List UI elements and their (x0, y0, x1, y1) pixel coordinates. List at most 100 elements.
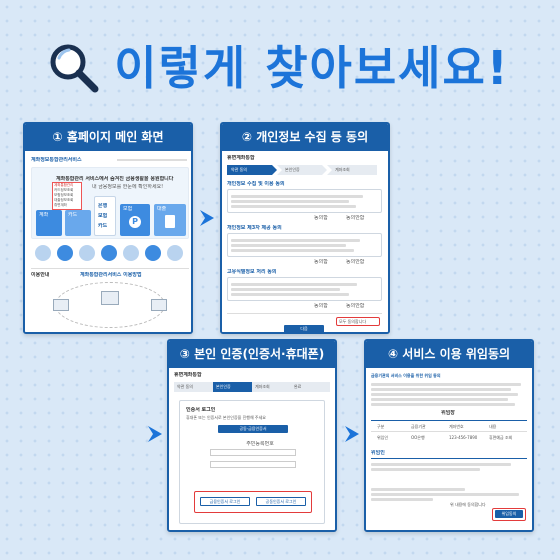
chevron-right-icon (198, 208, 216, 228)
consent-heading: 개인정보 수집 및 이용 동의 (227, 181, 285, 187)
document-icon (165, 215, 175, 228)
disagree-radio[interactable]: 동의안함 (346, 259, 365, 265)
all-agree-area (227, 313, 382, 323)
step-2-title: ② 개인정보 수집 등 동의 (222, 124, 388, 151)
main-headline: 계좌통합관리 서비스에서 숨겨진 금융생활을 응원합니다 (56, 176, 174, 182)
tab: 계좌조회 (327, 165, 377, 175)
table-header: 계좌번호 (449, 424, 464, 429)
quick-icon[interactable] (123, 245, 139, 261)
card-label: 카드 (98, 223, 108, 229)
monitor-icon (151, 299, 167, 311)
quick-icon[interactable] (57, 245, 73, 261)
hero-title: 이렇게 찾아보세요! (114, 41, 510, 95)
card-label: 대출 (157, 206, 167, 212)
dropdown-item[interactable]: 계좌통합관리 (54, 183, 74, 187)
tab-label: 계좌조회 (255, 384, 270, 389)
agree-radio[interactable]: 동의함 (314, 215, 328, 221)
delegation-table: 구분 금융기관 계좌번호 내용 위임인 OO은행 123-456-7890 휴면… (371, 420, 527, 446)
all-agree-highlight (336, 317, 380, 326)
dropdown-item[interactable]: 대출정보조회 (54, 198, 74, 202)
monitor-icon (53, 299, 69, 311)
tab: 계좌조회 (252, 382, 291, 392)
usage-diagram (55, 282, 165, 328)
step-tabs: 약관 동의 본인인증 계좌조회 (227, 165, 377, 175)
site-logo[interactable]: 계좌정보통합관리서비스 (31, 157, 82, 163)
tab-label: 약관 동의 (231, 167, 247, 172)
phone-input[interactable] (210, 461, 296, 468)
hero-area: 계좌통합관리 서비스에서 숨겨진 금융생활을 응원합니다 내 금융정보를 한눈에… (31, 167, 189, 239)
nav-dropdown[interactable]: 계좌통합관리 카드정보조회 보험정보조회 대출정보조회 휴면계좌 (52, 182, 82, 210)
disagree-radio[interactable]: 동의안함 (346, 303, 365, 309)
table-header: 구분 (377, 424, 385, 429)
card-label: 보험 (98, 213, 108, 219)
login-buttons-highlight (194, 491, 312, 513)
card-label: 보험 (123, 206, 133, 212)
monitor-icon (101, 291, 119, 305)
table-cell: OO은행 (411, 435, 425, 440)
submit-button[interactable]: 위임동의 (495, 510, 523, 518)
chevron-right-icon (146, 424, 164, 444)
step-4-title: ④ 서비스 이용 위임동의 (366, 341, 532, 368)
dropdown-item[interactable]: 휴면계좌 (54, 203, 67, 207)
card-label: 카드 (68, 212, 78, 218)
consent-heading: 고유식별정보 처리 동의 (227, 269, 277, 275)
usage-title: 계좌통합관리서비스 이용방법 (80, 272, 142, 278)
tab-label: 완료 (294, 384, 302, 389)
tab: 약관 동의 (174, 382, 213, 392)
agree-radio[interactable]: 동의함 (314, 259, 328, 265)
quick-icon[interactable] (79, 245, 95, 261)
tab-active: 약관 동의 (227, 165, 277, 175)
delegation-table-2 (371, 458, 527, 480)
consent-box[interactable] (227, 233, 382, 257)
dropdown-item[interactable]: 보험정보조회 (54, 193, 74, 197)
consent-heading: 개인정보 제3자 제공 동의 (227, 225, 282, 231)
all-agree-checkbox[interactable]: 모두 동의합니다 (339, 319, 367, 324)
usage-tag: 이용안내 (31, 272, 50, 278)
notice-text (371, 486, 527, 503)
consent-box[interactable] (227, 277, 382, 301)
tab-label: 본인인증 (216, 384, 231, 389)
category-card[interactable]: 계좌 (36, 210, 62, 236)
site-logo[interactable]: 휴면계좌통합 (227, 155, 255, 161)
table-cell: 위임인 (377, 435, 389, 440)
disagree-radio[interactable]: 동의안함 (346, 215, 365, 221)
ssn-label: 주민등록번호 (246, 441, 274, 447)
category-card[interactable]: 은행 보험 카드 (94, 196, 116, 236)
submit-highlight (492, 508, 526, 521)
next-button[interactable]: 다음 (284, 325, 324, 332)
card-label: 계좌 (39, 212, 49, 218)
magnifier-icon (50, 44, 99, 93)
quick-icon[interactable] (101, 245, 117, 261)
table-header: 금융기관 (411, 424, 426, 429)
login-card: 인증서 로그인 휴대폰 또는 인증서로 본인인증을 진행해 주세요 공동·금융인… (179, 400, 325, 524)
table-cell: 휴면예금 조회 (489, 435, 513, 440)
consent-box[interactable] (227, 189, 382, 213)
hero-banner: 이렇게 찾아보세요! (0, 38, 560, 98)
step-3-title: ③ 본인 인증(인증서·휴대폰) (169, 341, 335, 368)
step-tabs: 약관 동의 본인인증 계좌조회 완료 (174, 382, 330, 392)
quick-icon[interactable] (167, 245, 183, 261)
dropdown-item[interactable]: 카드정보조회 (54, 188, 74, 192)
joint-cert-button[interactable]: 공동인증서 로그인 (256, 497, 306, 506)
financial-cert-button[interactable]: 금융인증서 로그인 (200, 497, 250, 506)
login-title: 인증서 로그인 (186, 407, 216, 413)
category-card[interactable]: 대출 (154, 204, 186, 236)
step-2-panel: ② 개인정보 수집 등 동의 휴면계좌통합 약관 동의 본인인증 계좌조회 개인… (220, 122, 390, 334)
tab: 본인인증 (277, 165, 327, 175)
cert-login-button[interactable]: 공동·금융인증서 (218, 425, 288, 433)
chevron-right-icon (343, 424, 361, 444)
site-logo[interactable]: 휴면계좌통합 (174, 372, 202, 378)
category-card[interactable]: 카드 (65, 210, 91, 236)
step-3-panel: ③ 본인 인증(인증서·휴대폰) 휴면계좌통합 약관 동의 본인인증 계좌조회 … (167, 339, 337, 532)
quick-icon[interactable] (35, 245, 51, 261)
tab-label: 본인인증 (285, 167, 300, 172)
step-1-title: ① 홈페이지 메인 화면 (25, 124, 191, 151)
category-card[interactable]: 보험 P (120, 204, 150, 236)
ssn-input[interactable] (210, 449, 296, 456)
table-header: 내용 (489, 424, 497, 429)
agree-radio[interactable]: 동의함 (314, 303, 328, 309)
quick-icon[interactable] (145, 245, 161, 261)
divider (31, 268, 189, 269)
delegation-subtitle: 위임장 (441, 410, 455, 416)
main-subline: 내 금융정보를 한눈에 확인하세요! (92, 184, 164, 190)
